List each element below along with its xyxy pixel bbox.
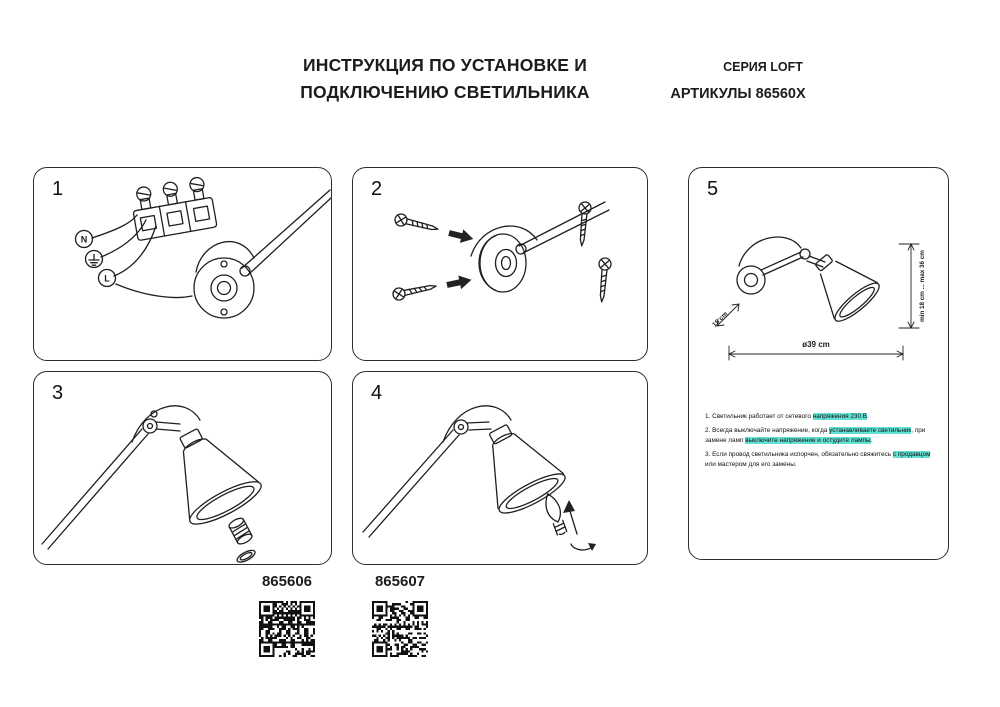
height-dimension-label: min 18 cm ... max 36 cm [919,250,926,322]
article-code-865607: 865607 [374,573,426,590]
step-number-5: 5 [707,178,719,200]
live-label: L [104,274,110,284]
page-title: ИНСТРУКЦИЯ ПО УСТАНОВКЕ И ПОДКЛЮЧЕНИЮ СВ… [250,52,640,106]
lamp-shade-icon [489,424,566,514]
lamp-arm-icon [41,405,201,550]
screw-icon [595,256,613,304]
lamp-shade-icon [179,428,262,525]
shade-assembly-diagram [41,405,262,563]
rotate-arrow-icon [570,543,596,551]
step-panel-3: 3 [33,371,332,565]
earth-icon [88,253,100,266]
step-number-3: 3 [52,382,64,404]
lamp-arm-icon [362,405,512,538]
retaining-ring-icon [236,549,256,563]
insert-arrow-icon [445,272,473,292]
step-panel-2: 2 [352,167,648,361]
article-code-865606: 865606 [261,573,313,590]
socket-sleeve-icon [228,517,253,545]
title-line-1: ИНСТРУКЦИЯ ПО УСТАНОВКЕ И [303,55,587,75]
depth-dimension-arrow [716,303,740,327]
final-lamp-diagram [716,236,920,361]
step-panel-4: 4 [352,371,648,565]
note-item: 1. Светильник работает от сетевого напря… [705,413,869,420]
note-item: 2. Всегда выключайте напряжение, когда у… [705,426,926,445]
insert-arrow-icon [447,226,475,246]
neutral-label: N [81,235,88,245]
assembled-lamp-icon [736,236,880,322]
diameter-dimension-arrow [727,345,905,361]
wall-plate-icon [193,189,331,319]
wall-plate-icon [470,201,610,293]
insert-up-arrow-icon [563,500,578,535]
qr-code-865607 [372,601,428,657]
title-line-2: ПОДКЛЮЧЕНИЮ СВЕТИЛЬНИКА [300,82,590,103]
wiring-diagram: N L [74,176,331,319]
notes-list: 1. Светильник работает от сетевого напря… [705,412,935,474]
bulb-install-diagram [362,405,596,551]
step-number-2: 2 [371,178,383,200]
wires [91,214,193,299]
wire-labels: N L [74,229,117,288]
step-panel-5: 5 [688,167,949,560]
candle-bulb-icon [545,493,568,536]
height-dimension-arrow [898,242,920,330]
diameter-dimension-label: ø39 cm [802,340,830,349]
step-number-1: 1 [52,178,64,200]
articles-heading: АРТИКУЛЫ 86560X [670,86,806,102]
screw-icon [575,200,593,248]
mounting-diagram [391,200,613,304]
screw-icon [391,279,439,302]
step-panel-1: 1 [33,167,332,361]
terminal-block-icon [132,176,218,241]
note-item: 3. Если провод светильника испорчен, обя… [705,450,931,469]
series-label: СЕРИЯ LOFT [723,60,803,74]
step-number-4: 4 [371,382,383,404]
qr-code-865606 [259,601,315,657]
screw-icon [393,212,440,236]
